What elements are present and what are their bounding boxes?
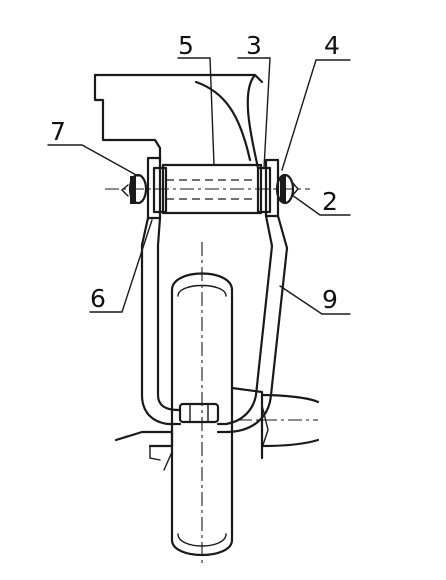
leader-lines	[47, 57, 351, 315]
callout-3: 3	[246, 31, 262, 60]
right-fork-hub	[256, 158, 299, 218]
wheel	[170, 242, 234, 565]
mounting-tube	[230, 386, 320, 460]
right-fork-arm	[216, 214, 289, 434]
bottom-crossbar	[178, 402, 220, 424]
callout-6: 6	[90, 284, 106, 313]
curved-cable	[194, 80, 252, 162]
callout-4: 4	[324, 31, 340, 60]
callout-5: 5	[178, 31, 194, 60]
left-fork-arm	[140, 216, 182, 426]
lower-left-bracket	[114, 430, 174, 471]
callout-2: 2	[322, 187, 338, 216]
callout-9: 9	[322, 285, 338, 314]
callout-7: 7	[50, 117, 66, 146]
upper-bracket-plate	[93, 73, 264, 170]
callout-labels: 5 3 4 7 2 6 9	[50, 31, 340, 314]
left-fork-hub	[120, 156, 168, 220]
roller-axle	[105, 163, 310, 215]
